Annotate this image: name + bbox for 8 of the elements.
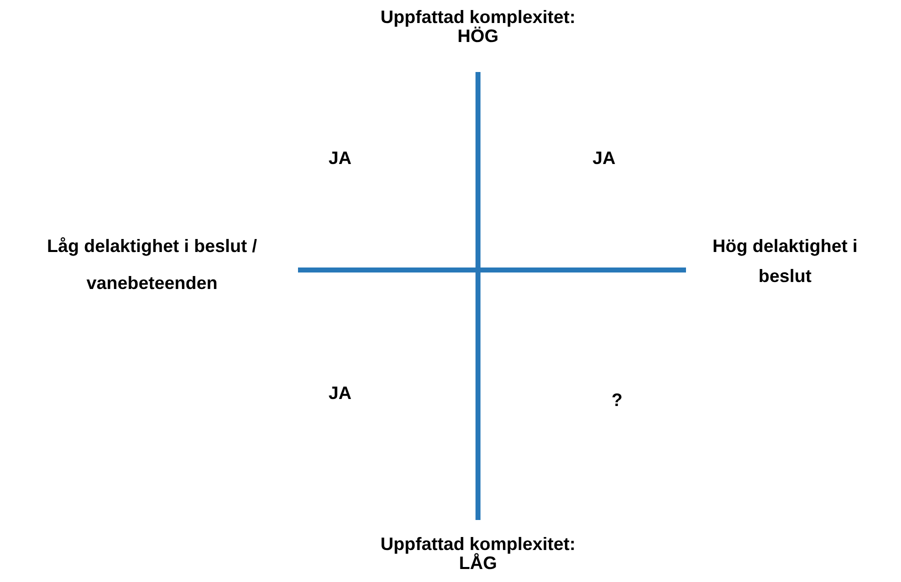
axis-label: Uppfattad komplexitet: LÅG bbox=[379, 535, 576, 573]
axis-label: Låg delaktighet i beslut / vanebeteenden bbox=[46, 235, 258, 295]
quadrant-label: JA bbox=[327, 147, 352, 169]
axis-label: Hög delaktighet i beslut bbox=[711, 235, 858, 288]
axis-label: Uppfattad komplexitet: HÖG bbox=[379, 8, 576, 46]
quadrant-label: ? bbox=[610, 389, 624, 411]
quadrant-label: JA bbox=[327, 382, 352, 404]
quadrant-label: JA bbox=[591, 147, 616, 169]
